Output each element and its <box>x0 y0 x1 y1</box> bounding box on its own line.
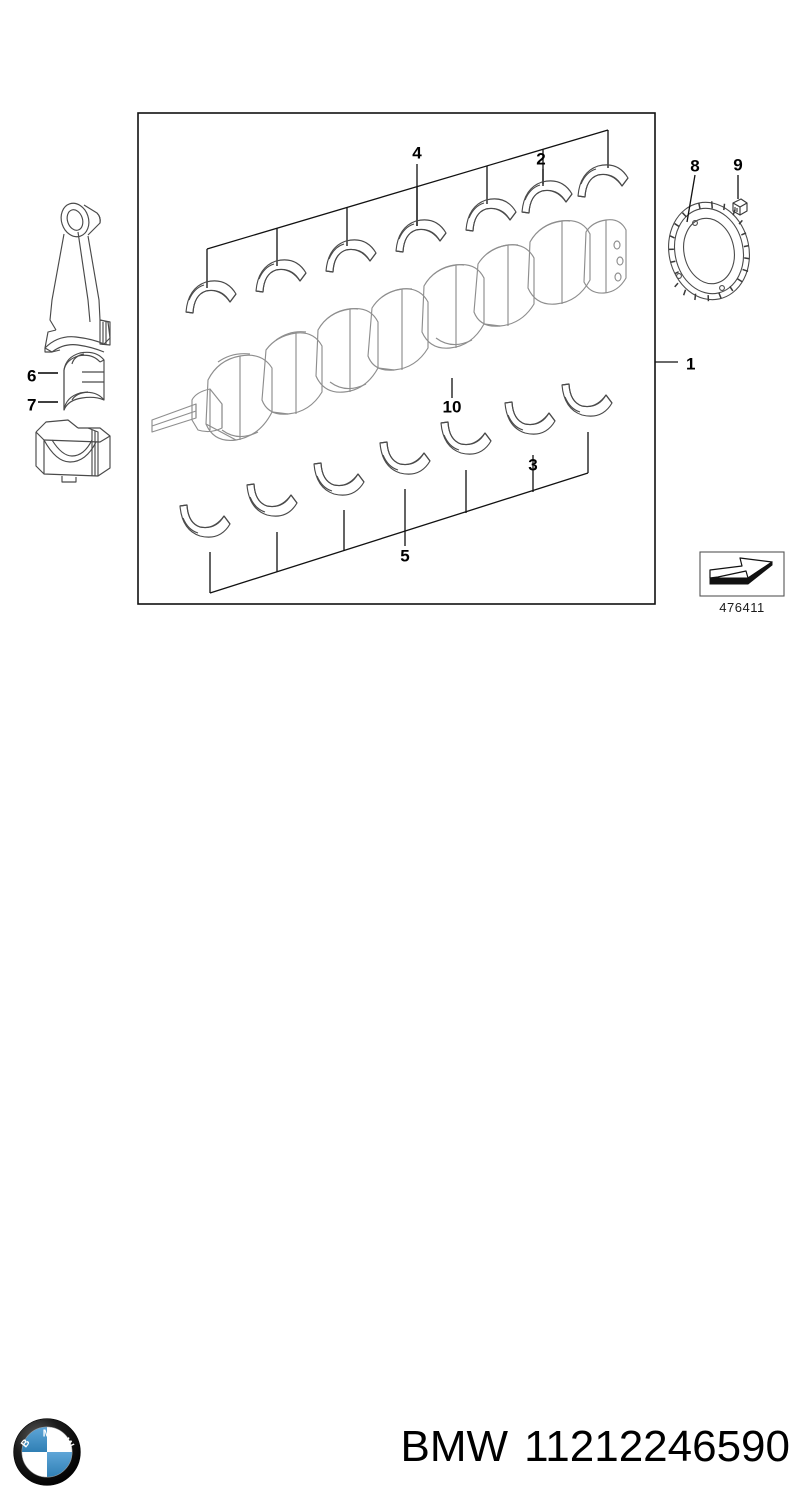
connecting-rod-bearing-cap <box>35 419 111 483</box>
upper-bearing-shells <box>185 164 629 314</box>
callout-4: 4 <box>412 143 422 162</box>
callout-8: 8 <box>690 156 699 175</box>
lower-bearing-shells <box>179 383 613 538</box>
sensor-ring-gear <box>668 201 750 301</box>
sensor-ring-gear-teeth <box>668 201 750 302</box>
brand-label: BMW <box>400 1422 509 1471</box>
callout-7: 7 <box>27 395 36 414</box>
connecting-rod-bearing-shells <box>63 351 105 411</box>
parts-diagram-page: 1 2 3 4 5 6 7 8 9 10 476411 <box>0 112 800 1486</box>
callout-1: 1 <box>686 354 695 373</box>
crankshaft <box>151 219 627 441</box>
ring-gear-bolt <box>732 198 748 216</box>
callout-10: 10 <box>443 397 462 416</box>
callout-9: 9 <box>733 155 742 174</box>
part-number-value: 11212246590 <box>524 1422 790 1471</box>
upper-bracket-leaders <box>206 129 609 288</box>
callout-5: 5 <box>400 546 409 565</box>
callout-3: 3 <box>528 455 537 474</box>
arrow-icon <box>709 557 773 585</box>
reference-id-box <box>699 551 785 597</box>
connecting-rod <box>44 202 111 353</box>
lower-bracket-leaders <box>209 378 589 594</box>
reference-id-label: 476411 <box>719 600 764 615</box>
part-number-line: BMW 11212246590 <box>0 1422 790 1472</box>
callout-2: 2 <box>536 149 545 168</box>
exploded-parts-diagram: 1 2 3 4 5 6 7 8 9 10 476411 <box>27 112 785 615</box>
callout-8-leader <box>686 174 696 223</box>
callout-6: 6 <box>27 366 36 385</box>
diagram-frame <box>137 112 656 605</box>
